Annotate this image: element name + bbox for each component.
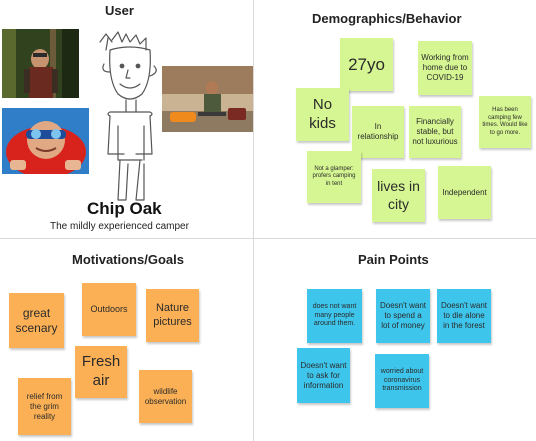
sleeping-bag-photo [2,108,89,174]
sticky-note-age: 27yo [340,38,393,91]
sticky-note-financial: Financially stable, but not luxurious [409,106,461,158]
horizontal-divider [0,238,536,239]
campsite-photo [162,66,253,132]
hiker-photo [2,29,79,98]
sticky-note-work-from-home: Working from home due to COVID-19 [418,41,472,95]
sticky-note-great-scenery: great scenary [9,293,64,348]
sticky-note-money: Doesn't want to spend a lot of money [376,289,430,343]
sticky-note-outdoors: Outdoors [82,283,136,336]
sticky-note-not-glamper: Not a glamper: profers camping in tent [307,151,361,203]
sticky-note-lives-in-city: lives in city [372,169,425,222]
sticky-note-relief: relief from the grim reality [18,378,71,435]
sticky-note-camping-experience: Has been camping few times. Would like t… [479,96,531,148]
sticky-note-wildlife: wildlife observation [139,370,192,423]
user-quadrant-title: User [105,3,134,18]
sticky-note-no-kids: No kids [296,88,349,141]
sticky-note-independent: Independent [438,166,491,219]
sticky-note-fresh-air: Fresh air [75,346,127,398]
vertical-divider [253,0,254,441]
persona-subtitle: The mildly experienced camper [50,221,189,232]
sticky-note-ask-information: Doesn't want to ask for information [297,348,350,403]
sticky-note-coronavirus: worried about coronavirus transmission [375,354,429,408]
pain-points-quadrant-title: Pain Points [358,252,429,267]
motivations-quadrant-title: Motivations/Goals [72,252,184,267]
sticky-note-relationship: In relationship [352,106,404,158]
sticky-note-die-alone: Doesn't want to die alone in the forest [437,289,491,343]
sticky-note-crowds: does not want many people around them. [307,289,362,343]
demographics-quadrant-title: Demographics/Behavior [312,11,462,26]
persona-name: Chip Oak [87,199,162,218]
sticky-note-nature-pictures: Nature pictures [146,289,199,342]
persona-sketch-icon [99,31,157,201]
